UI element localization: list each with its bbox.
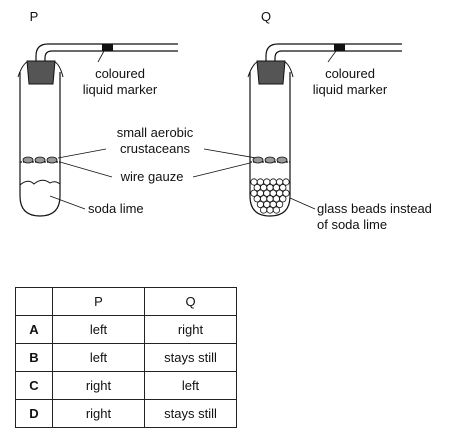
answer-table: P Q A left right B left stays still C ri… <box>15 287 237 428</box>
option-label: C <box>15 371 53 400</box>
glass-beads-label-line1: glass beads instead <box>317 201 432 216</box>
header-cell-q: Q <box>144 287 237 316</box>
bung-q <box>256 60 286 85</box>
marker-label-p-line1: coloured <box>95 66 145 81</box>
q-direction: left <box>144 371 237 400</box>
option-label: B <box>15 343 53 372</box>
marker-label-q-line2: liquid marker <box>313 82 388 97</box>
test-tube-q <box>249 72 291 217</box>
capillary-tube-p <box>35 43 178 80</box>
test-tube-p <box>19 72 61 217</box>
q-direction: stays still <box>144 343 237 372</box>
glass-bead <box>272 206 280 214</box>
shared-labels: small aerobic crustaceans wire gauze <box>57 125 257 184</box>
header-cell-p: P <box>52 287 145 316</box>
option-label: A <box>15 315 53 344</box>
glass-beads-label-line2: of soda lime <box>317 217 387 232</box>
apparatus-q: Q coloured liquid marker glass beads ins… <box>247 9 432 232</box>
liquid-marker-p <box>102 44 113 51</box>
glass-bead <box>259 206 268 214</box>
crustaceans-label-line1: small aerobic <box>117 125 194 140</box>
bung-p <box>26 60 56 85</box>
table-row: D right stays still <box>15 399 237 428</box>
table-row: A left right <box>15 315 237 344</box>
glass-bead <box>282 189 290 197</box>
table-row: B left stays still <box>15 343 237 372</box>
crustaceans-label-line2: crustaceans <box>120 141 191 156</box>
apparatus-q-title: Q <box>261 9 271 24</box>
p-direction: right <box>52 371 145 400</box>
glass-bead <box>275 200 284 208</box>
respirometer-diagram: P coloured liquid marker soda lime small… <box>17 9 432 232</box>
glass-bead <box>279 195 287 203</box>
q-direction: right <box>144 315 237 344</box>
glass-bead <box>282 178 290 186</box>
option-label: D <box>15 399 53 428</box>
glass-bead <box>279 184 287 192</box>
glass-beads <box>250 178 290 214</box>
marker-label-p-line2: liquid marker <box>83 82 158 97</box>
apparatus-p-title: P <box>30 9 39 24</box>
apparatus-p: P coloured liquid marker soda lime <box>17 9 178 217</box>
table-header-row: P Q <box>15 287 237 316</box>
soda-lime-label: soda lime <box>88 201 144 216</box>
crustaceans-p <box>22 156 58 164</box>
marker-label-q-line1: coloured <box>325 66 375 81</box>
p-direction: left <box>52 315 145 344</box>
glass-bead <box>266 206 274 214</box>
crustaceans-q <box>252 156 288 164</box>
capillary-tube-q <box>265 43 402 80</box>
p-direction: left <box>52 343 145 372</box>
q-direction: stays still <box>144 399 237 428</box>
header-cell-option <box>15 287 53 316</box>
p-direction: right <box>52 399 145 428</box>
table-row: C right left <box>15 371 237 400</box>
wire-gauze-label: wire gauze <box>120 169 184 184</box>
liquid-marker-q <box>334 44 345 51</box>
soda-lime-p <box>19 179 61 186</box>
